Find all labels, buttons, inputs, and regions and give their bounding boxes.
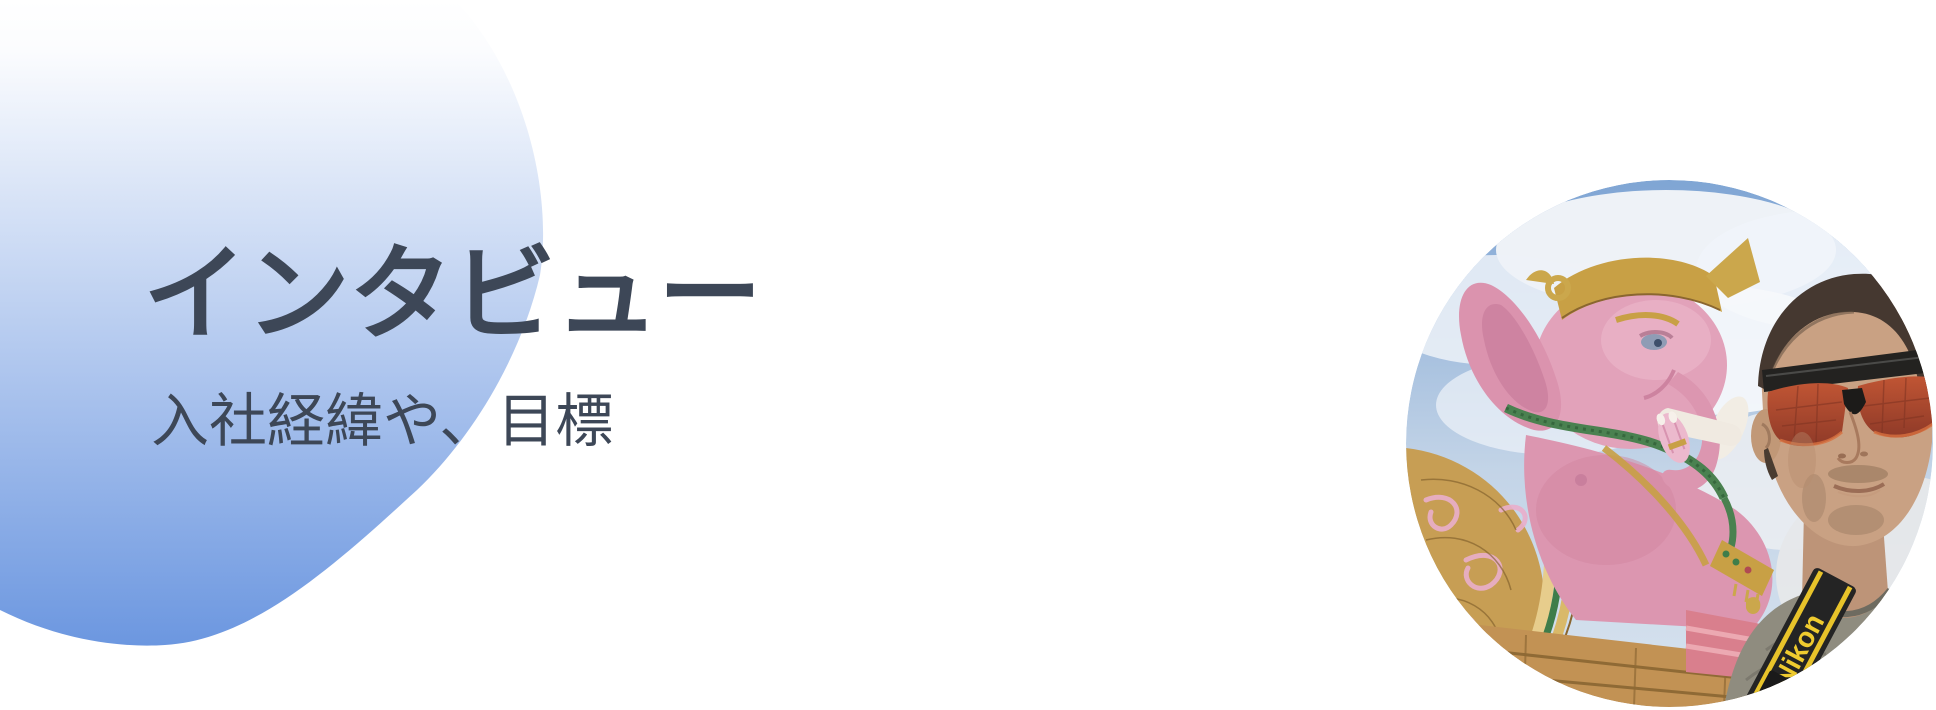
elephant-tusk — [1657, 408, 1742, 446]
gold-bracelet — [1710, 540, 1774, 614]
elephant-statue — [1459, 238, 1774, 680]
elephant-trunk — [1662, 372, 1720, 492]
statue-hand — [1656, 411, 1690, 463]
elephant-crown — [1526, 238, 1760, 320]
head — [1761, 279, 1933, 547]
page-subtitle: 入社経緯や、目標 — [151, 389, 614, 455]
face-features — [1788, 411, 1888, 535]
hair — [1758, 273, 1933, 390]
page-title: インタビュー — [143, 237, 762, 353]
profile-photo: Nikon — [1406, 180, 1933, 707]
elephant-eye — [1638, 330, 1674, 350]
hero-text-block: インタビュー 入社経緯や、目標 — [143, 237, 762, 455]
sunglasses — [1762, 348, 1933, 447]
